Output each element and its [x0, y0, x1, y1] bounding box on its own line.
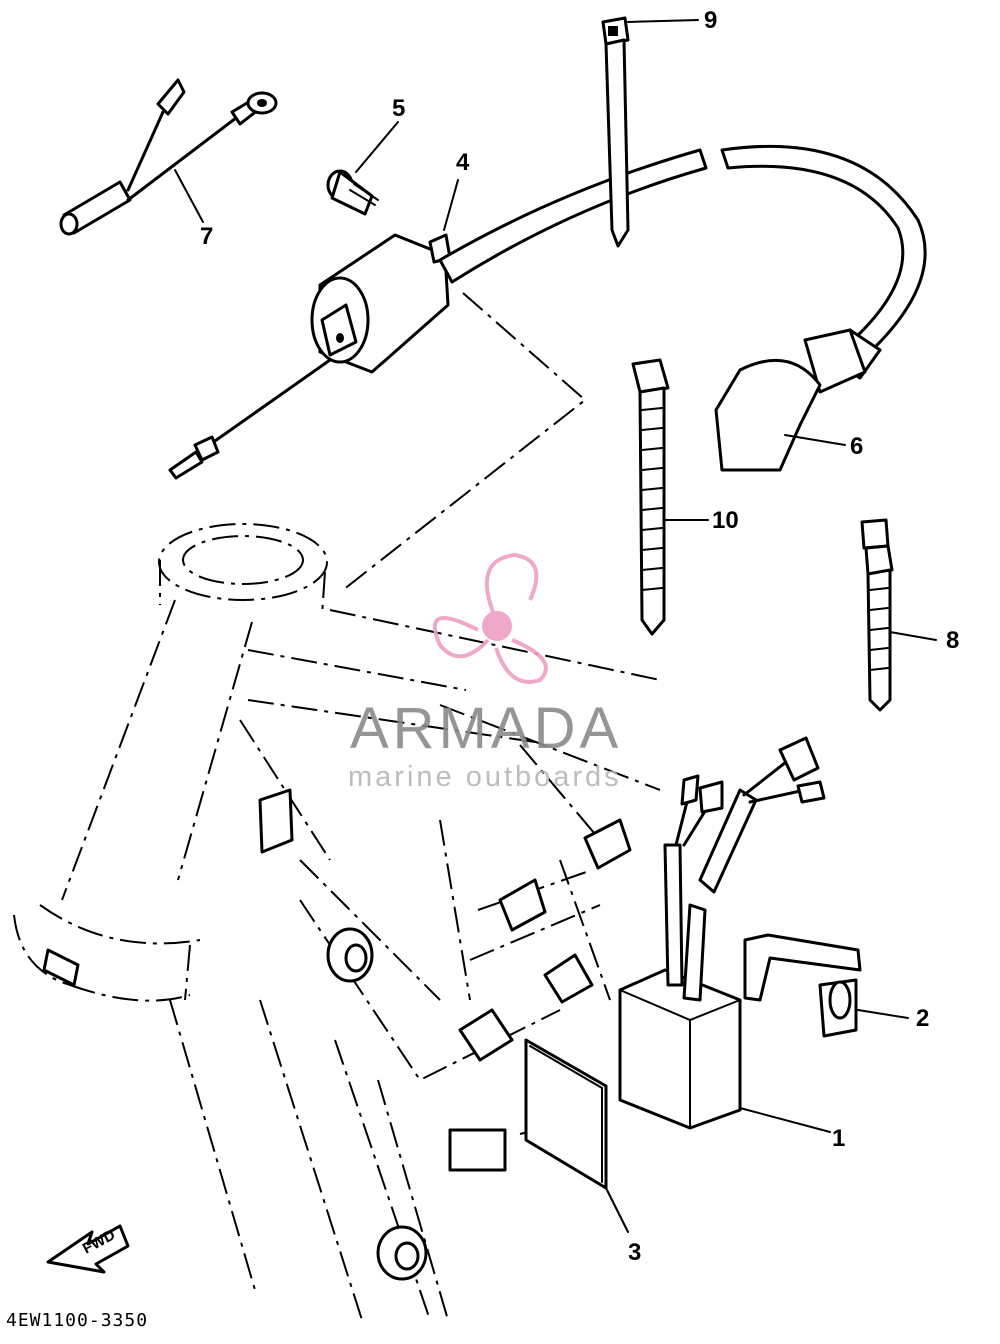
callout-labels: 1 2 3 4 5 6 7 8 9 10 — [200, 7, 959, 1266]
propeller-blade — [494, 638, 548, 684]
frame-mounts — [42, 788, 632, 1281]
armada-watermark: ARMADA marine outboards — [348, 552, 622, 793]
callout-2: 2 — [916, 1005, 929, 1032]
wire-lead-part-7 — [59, 78, 278, 236]
callout-6: 6 — [850, 433, 863, 460]
cdi-unit-part-1 — [618, 736, 831, 1133]
band-part-9 — [601, 16, 699, 248]
callout-4: 4 — [456, 149, 470, 176]
propeller-hub — [482, 611, 512, 641]
drawing-code: 4EW1100-3350 — [6, 1310, 148, 1331]
watermark-subtitle: marine outboards — [348, 761, 622, 793]
ignition-coil-part-4 — [168, 144, 927, 480]
bolt-part-5 — [326, 121, 399, 216]
fwd-arrow-icon: FWD — [46, 1224, 130, 1274]
propeller-blade — [433, 616, 490, 659]
callout-9: 9 — [704, 7, 717, 34]
callout-5: 5 — [392, 95, 405, 122]
band-part-10 — [631, 358, 709, 636]
callout-10: 10 — [712, 507, 739, 534]
watermark-title: ARMADA — [350, 696, 622, 761]
callout-1: 1 — [832, 1125, 845, 1152]
band-part-8 — [860, 518, 937, 712]
callout-8: 8 — [946, 627, 959, 654]
frame-outline — [13, 292, 661, 1321]
callout-3: 3 — [628, 1239, 641, 1266]
propeller-blade — [484, 552, 539, 623]
pad-part-3 — [524, 1038, 629, 1233]
propeller-logo-icon — [433, 552, 548, 684]
plug-cap-part-6 — [714, 328, 882, 472]
callout-7: 7 — [200, 223, 213, 250]
bracket-part-2 — [743, 933, 909, 1038]
